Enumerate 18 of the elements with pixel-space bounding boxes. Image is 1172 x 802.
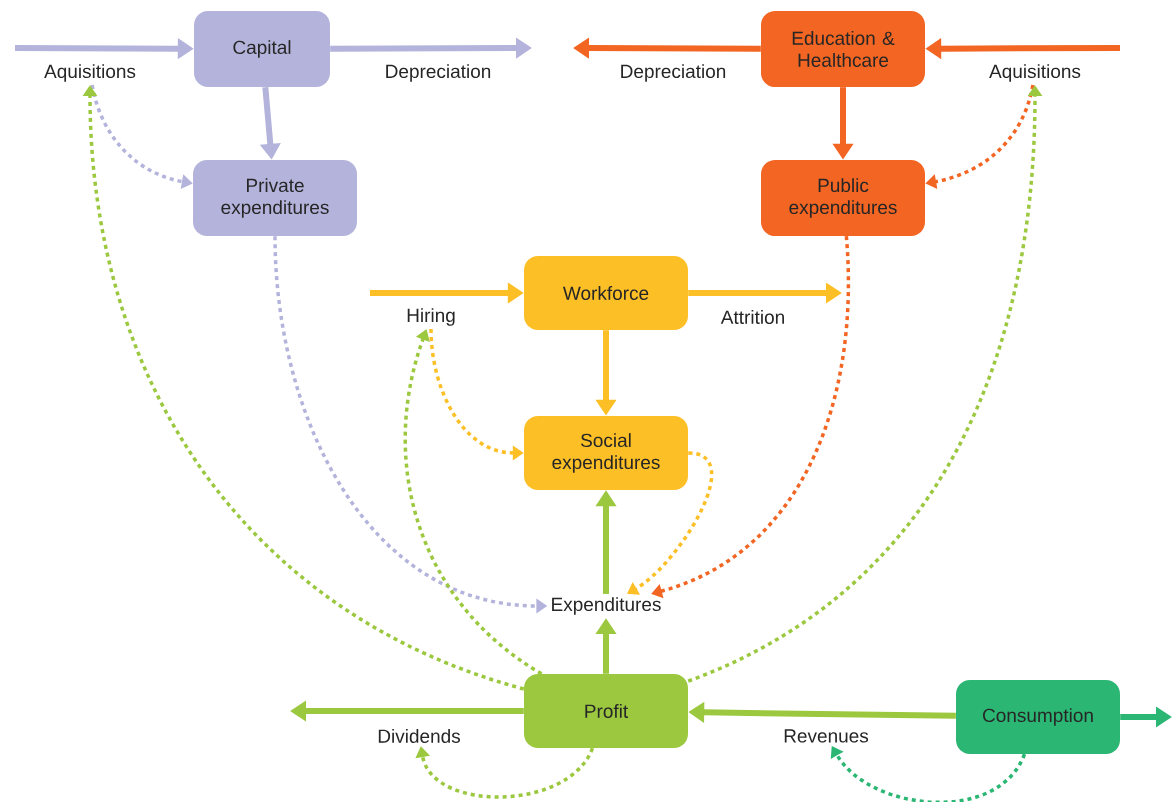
- process-box: Profit: [524, 674, 688, 748]
- flow-label: Aquisitions: [44, 64, 136, 82]
- flow-label: Dividends: [378, 729, 460, 743]
- process-box: Private expenditures: [193, 160, 357, 236]
- flow-label: Expenditures: [552, 597, 661, 615]
- process-box: Education & Healthcare: [761, 11, 925, 87]
- process-box: Capital: [194, 11, 330, 87]
- process-box: Public expenditures: [761, 160, 925, 236]
- edge-label: Depreciation: [382, 62, 494, 84]
- flow-label: Aquisitions: [989, 64, 1081, 82]
- edge-label: Attrition: [718, 308, 788, 326]
- process-box: Consumption: [956, 680, 1120, 754]
- arrow: [627, 451, 714, 595]
- flow-label: Hiring: [407, 308, 455, 326]
- process-box: Workforce: [524, 256, 688, 330]
- process-box: Social expenditures: [524, 416, 688, 490]
- edge-label: Depreciation: [617, 62, 729, 84]
- flow-label: Revenues: [784, 729, 869, 743]
